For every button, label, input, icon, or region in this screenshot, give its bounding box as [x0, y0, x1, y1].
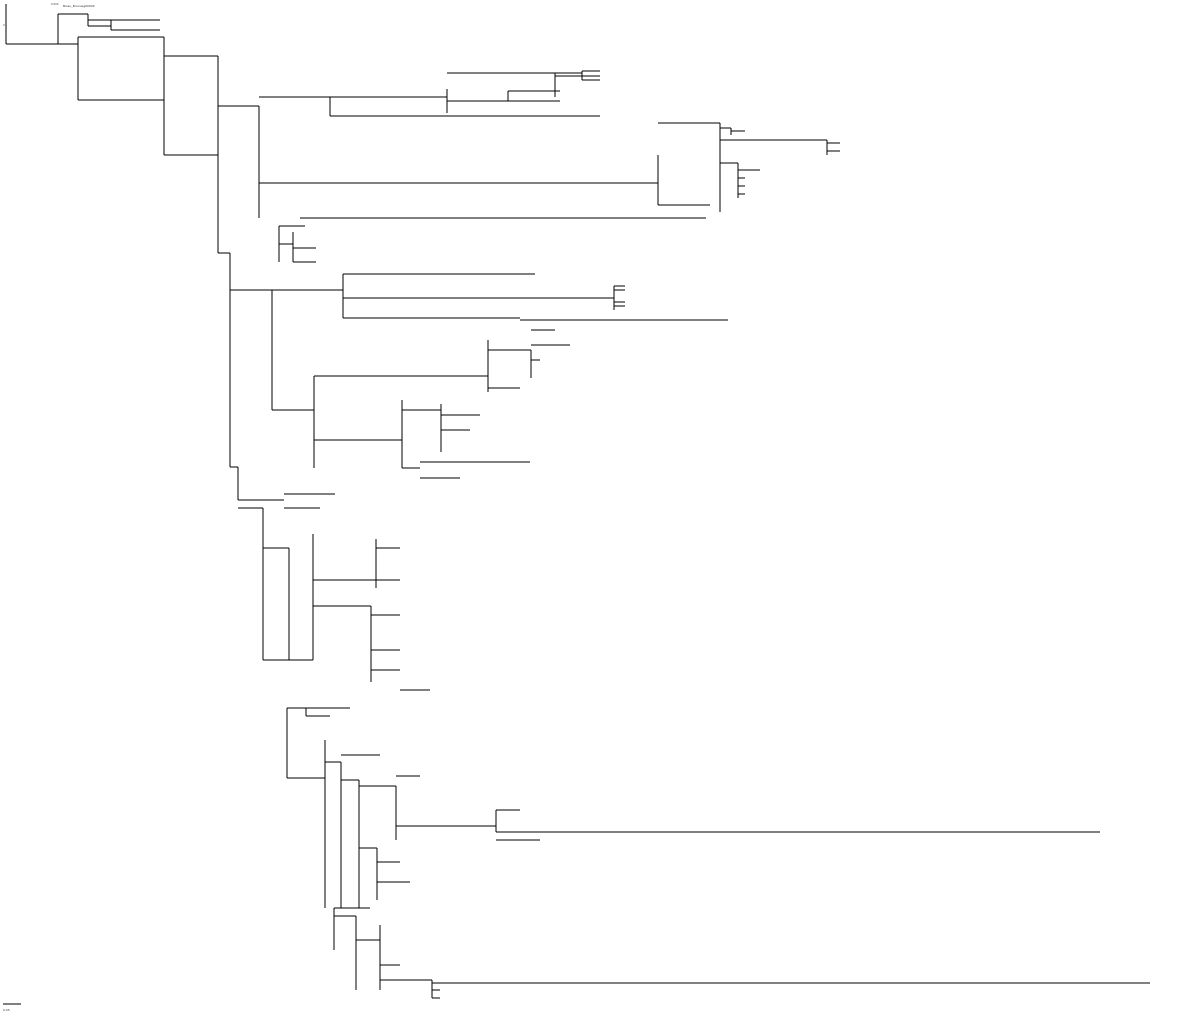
scale-bar-label: 0.05	[3, 1008, 10, 1012]
root-marker: 0	[3, 23, 5, 27]
tree-branches	[5, 4, 1150, 999]
support-value: 0.000	[51, 2, 59, 6]
leaf-label: Blusu_Bruxusg00000	[63, 4, 95, 8]
scale-bar: 0.05	[3, 1003, 21, 1012]
